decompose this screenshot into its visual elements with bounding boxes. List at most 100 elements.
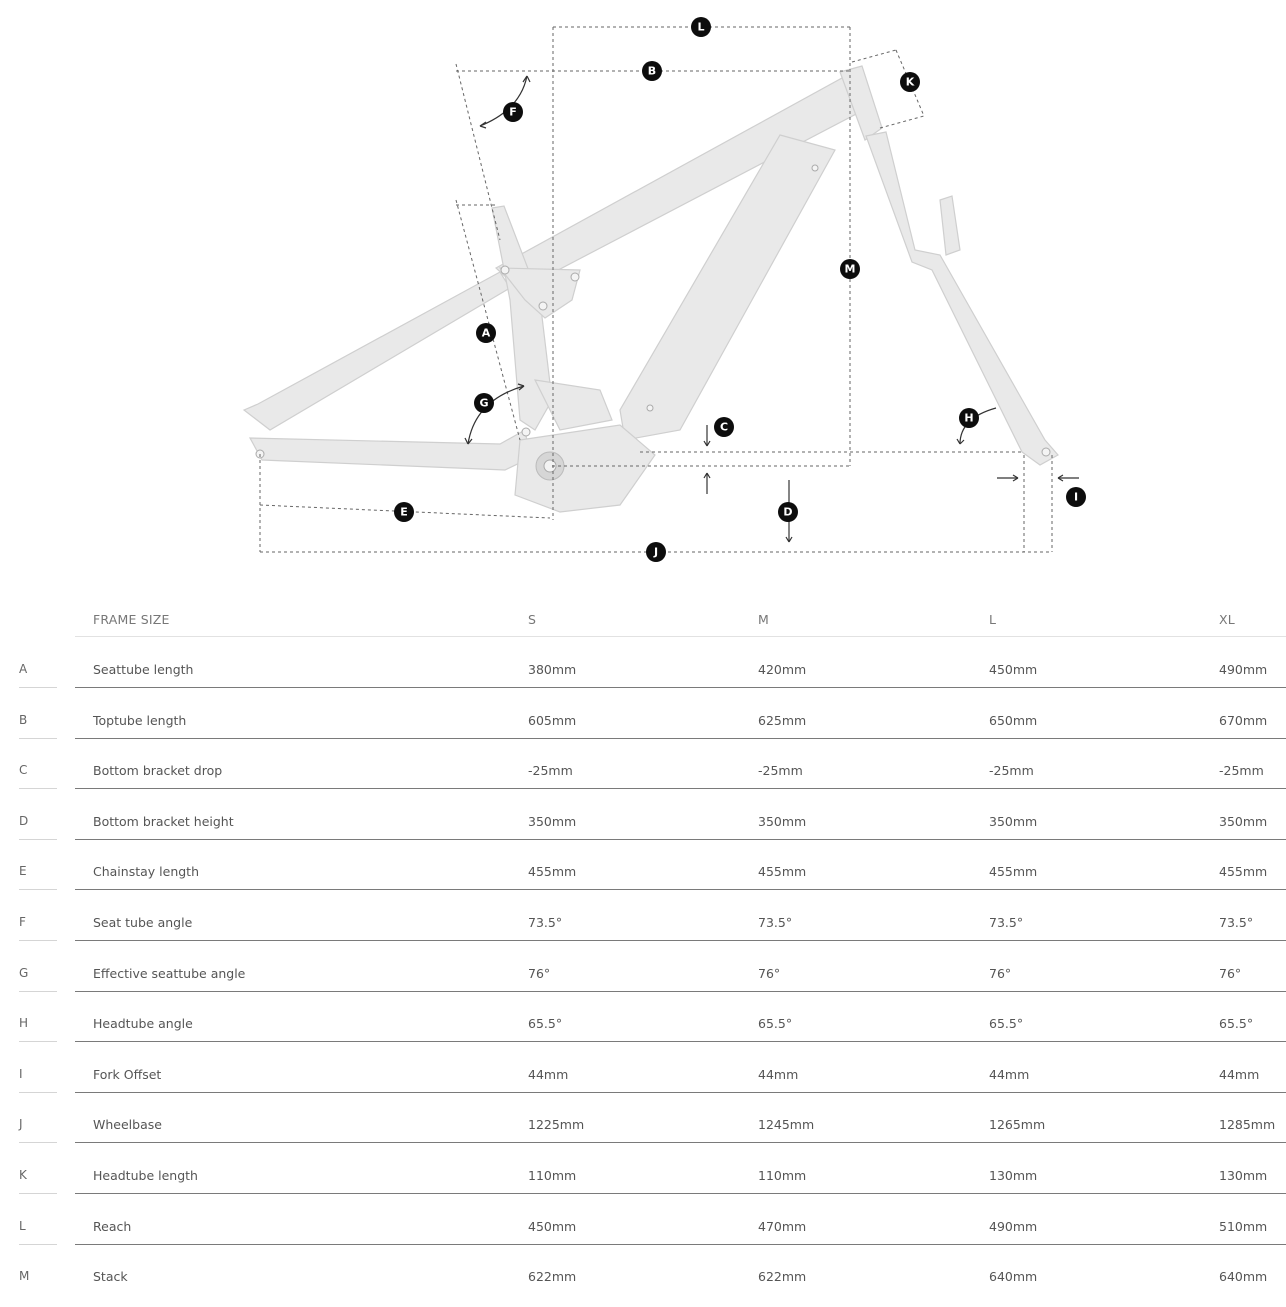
row-measurement-name: Stack: [93, 1269, 128, 1285]
row-value: -25mm: [989, 763, 1034, 779]
row-measurement-name: Bottom bracket drop: [93, 763, 223, 779]
frame-size-header: FRAME SIZE: [93, 612, 170, 627]
dimension-badge-I: I: [1066, 487, 1086, 507]
row-value: -25mm: [528, 763, 573, 779]
row-value: 450mm: [989, 662, 1038, 677]
dimension-badge-M: M: [840, 259, 860, 279]
svg-text:B: B: [648, 65, 656, 78]
row-value: 605mm: [528, 712, 577, 728]
row-value: 1285mm: [1219, 1117, 1276, 1133]
row-value: 130mm: [1219, 1168, 1268, 1183]
dimension-badge-B: B: [642, 61, 662, 81]
row-value: 450mm: [528, 1218, 577, 1234]
row-value: 350mm: [989, 813, 1038, 829]
row-measurement-name: Wheelbase: [93, 1117, 162, 1133]
bike-geometry-diagram: L B K F M A G H C I D E J: [242, 17, 1086, 562]
table-row: H Headtube angle 65.5° 65.5° 65.5° 65.5°: [0, 1004, 1286, 1054]
row-value: 640mm: [989, 1269, 1038, 1285]
table-row: D Bottom bracket height 350mm 350mm 350mm 350…: [0, 802, 1286, 852]
table-header: FRAME SIZE S M L XL: [0, 600, 1286, 650]
row-measurement-name: Fork Offset: [93, 1066, 162, 1082]
size-header-l: L: [989, 612, 997, 627]
row-measurement-name: Headtube angle: [93, 1016, 193, 1032]
row-letter: A: [19, 662, 28, 676]
row-letter: B: [19, 712, 28, 727]
dimension-badge-C: C: [714, 417, 734, 437]
row-value: 1265mm: [989, 1117, 1046, 1133]
dimension-badge-D: D: [778, 502, 798, 522]
row-value: 490mm: [989, 1218, 1038, 1234]
size-header-s: S: [528, 612, 537, 627]
svg-text:I: I: [1074, 491, 1078, 504]
svg-text:F: F: [509, 106, 517, 119]
row-value: 455mm: [758, 864, 807, 880]
row-value: -25mm: [758, 763, 803, 779]
row-value: 44mm: [1219, 1066, 1260, 1082]
svg-text:M: M: [845, 263, 856, 276]
dimension-lines: [259, 26, 1053, 553]
row-value: 455mm: [989, 864, 1038, 880]
dimension-badge-L: L: [691, 17, 711, 37]
row-measurement-name: Seat tube angle: [93, 915, 193, 930]
row-measurement-name: Reach: [93, 1218, 132, 1234]
svg-text:C: C: [720, 421, 728, 434]
dimension-badge-G: G: [474, 393, 494, 413]
row-value: 110mm: [528, 1168, 577, 1183]
row-value: 44mm: [989, 1066, 1030, 1082]
row-value: 1225mm: [528, 1117, 585, 1133]
dimension-badge-H: H: [959, 408, 979, 428]
row-value: 110mm: [758, 1168, 807, 1183]
row-value: -25mm: [1219, 763, 1264, 779]
dimension-badge-K: K: [900, 72, 920, 92]
row-value: 65.5°: [1219, 1016, 1254, 1032]
row-value: 73.5°: [758, 915, 793, 930]
row-value: 350mm: [1219, 813, 1268, 829]
svg-text:L: L: [697, 21, 704, 34]
row-letter: D: [19, 813, 29, 828]
row-value: 455mm: [1219, 864, 1268, 880]
row-value: 76°: [989, 965, 1012, 981]
dimension-badge-J: J: [646, 542, 666, 562]
row-letter: L: [19, 1218, 26, 1233]
row-value: 76°: [1219, 965, 1242, 981]
row-letter: F: [19, 915, 26, 929]
row-value: 490mm: [1219, 662, 1268, 677]
svg-text:H: H: [964, 412, 973, 425]
svg-text:J: J: [653, 546, 658, 559]
row-value: 350mm: [528, 813, 577, 829]
row-value: 670mm: [1219, 712, 1268, 728]
bike-frame-drawing: [242, 65, 1059, 513]
row-value: 76°: [758, 965, 781, 981]
row-value: 625mm: [758, 712, 807, 728]
row-letter: G: [19, 965, 29, 980]
row-letter: H: [19, 1016, 29, 1031]
row-value: 622mm: [758, 1269, 807, 1285]
row-measurement-name: Effective seattube angle: [93, 965, 246, 981]
dimension-badge-A: A: [476, 323, 496, 343]
row-value: 65.5°: [528, 1016, 563, 1032]
svg-text:A: A: [482, 327, 491, 340]
dimension-badge-E: E: [394, 502, 414, 522]
row-value: 73.5°: [528, 915, 563, 930]
row-measurement-name: Toptube length: [93, 712, 187, 728]
row-value: 622mm: [528, 1269, 577, 1285]
row-value: 65.5°: [758, 1016, 793, 1032]
row-letter: J: [19, 1117, 23, 1132]
row-letter: C: [19, 763, 28, 778]
size-header-m: M: [758, 612, 769, 627]
row-value: 44mm: [528, 1066, 569, 1082]
row-value: 350mm: [758, 813, 807, 829]
row-value: 455mm: [528, 864, 577, 880]
svg-text:G: G: [479, 397, 488, 410]
row-measurement-name: Bottom bracket height: [93, 813, 234, 829]
row-value: 65.5°: [989, 1016, 1024, 1032]
